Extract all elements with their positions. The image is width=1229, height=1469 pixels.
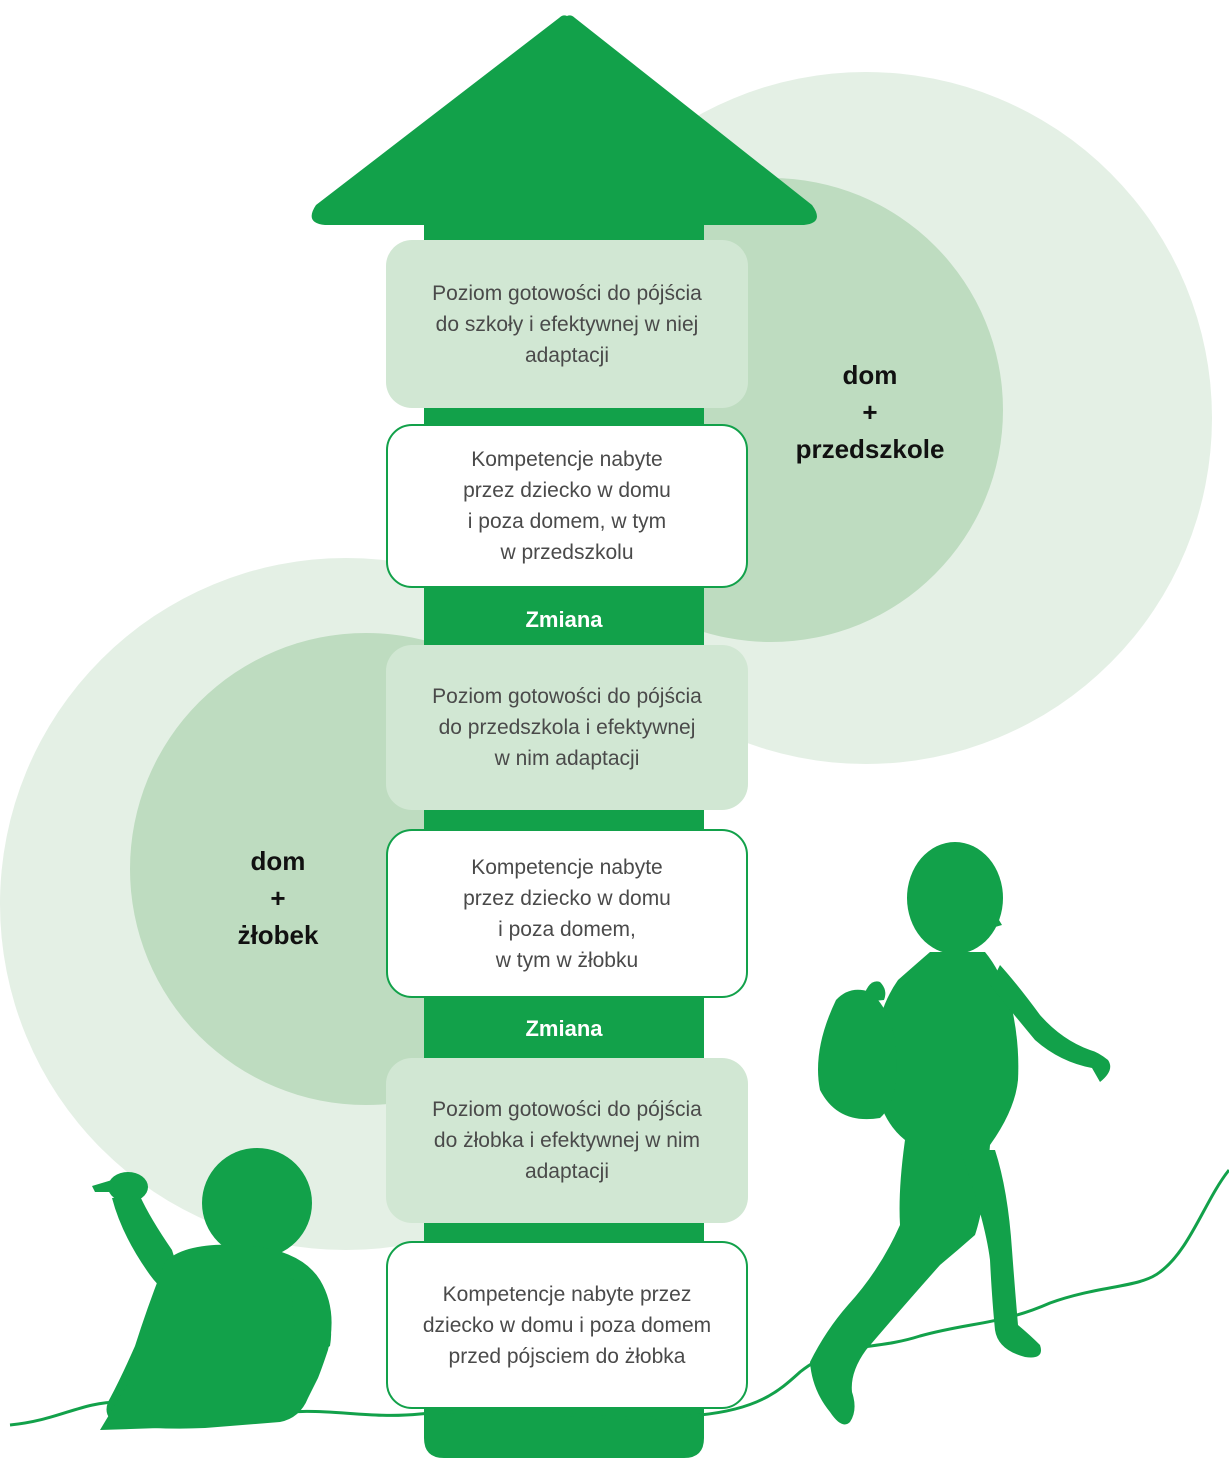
walking-child-silhouette-icon xyxy=(810,842,1111,1425)
zone-lower-line1: dom xyxy=(250,846,306,876)
zone-lower-line2: + xyxy=(270,883,286,913)
zone-upper-line3: przedszkole xyxy=(795,434,945,464)
competence-box-nursery: Kompetencje nabyte przez dziecko w domu … xyxy=(386,829,748,998)
sitting-toddler-silhouette-icon xyxy=(92,1148,332,1430)
readiness-box-school: Poziom gotowości do pójścia do szkoły i … xyxy=(386,240,748,408)
readiness-box-nursery: Poziom gotowości do pójścia do żłobka i … xyxy=(386,1058,748,1223)
zone-upper-line1: dom xyxy=(842,360,898,390)
zone-upper-line2: + xyxy=(862,397,878,427)
zone-lower-line3: żłobek xyxy=(237,920,319,950)
readiness-box-preschool: Poziom gotowości do pójścia do przedszko… xyxy=(386,645,748,810)
zone-label-home-preschool: dom + przedszkole xyxy=(760,357,980,468)
competence-box-preschool: Kompetencje nabyte przez dziecko w domu … xyxy=(386,424,748,588)
competence-box-before-nursery: Kompetencje nabyte przez dziecko w domu … xyxy=(386,1241,748,1409)
arrow-head xyxy=(311,15,817,226)
zone-label-home-nursery: dom + żłobek xyxy=(178,843,378,954)
change-label-lower: Zmiana xyxy=(525,1016,603,1041)
change-label-upper: Zmiana xyxy=(525,607,603,632)
